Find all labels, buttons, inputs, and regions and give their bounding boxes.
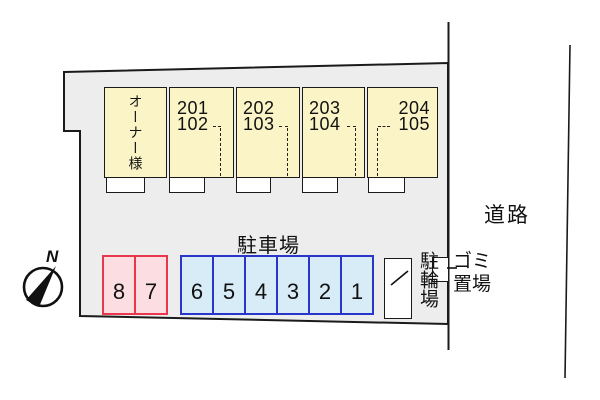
- parking-space-3: 3: [276, 257, 308, 313]
- parking-title: 駐車場: [237, 235, 300, 257]
- parking-lot-pink: 8 7: [102, 255, 168, 315]
- porch: [302, 176, 338, 193]
- entrance-path: [347, 126, 356, 127]
- bicycle-parking-area: [384, 258, 412, 319]
- entrance-path: [220, 128, 221, 176]
- unit-204-105-label: 204 105: [398, 98, 430, 134]
- garbage-area: [432, 257, 449, 282]
- entrance-path: [279, 126, 288, 127]
- unit-202-103: [236, 87, 300, 178]
- entrance-path: [287, 128, 288, 176]
- porch: [169, 176, 205, 193]
- porch: [368, 176, 405, 193]
- porch: [236, 176, 271, 193]
- garbage-area-label: ゴミ 置場: [453, 251, 492, 295]
- parking-space-8: 8: [112, 279, 126, 304]
- parking-space-6: 6: [190, 279, 204, 304]
- entrance-path: [355, 128, 356, 176]
- parking-space-5: 5: [212, 257, 244, 313]
- unit-201-102: [169, 87, 234, 178]
- entrance-path: [377, 128, 378, 176]
- entrance-path: [213, 126, 221, 127]
- parking-space-7: 7: [134, 257, 166, 313]
- north-label: N: [46, 247, 59, 266]
- unit-owner-label: オーナー様: [127, 93, 144, 172]
- parking-space-2: 2: [308, 257, 340, 313]
- road-far-edge-line: [564, 44, 571, 379]
- unit-201-102-label: 201 102: [177, 98, 209, 134]
- parking-space-1: 1: [340, 257, 372, 313]
- entrance-path: [378, 126, 390, 127]
- unit-204-105: [367, 87, 438, 178]
- bicycle-parking-label: 駐輪場: [417, 251, 438, 308]
- porch: [106, 176, 145, 193]
- unit-203-104: [302, 87, 365, 178]
- road-label: 道路: [484, 204, 530, 227]
- compass-needle-icon: [26, 266, 56, 307]
- unit-202-103-label: 202 103: [243, 98, 275, 134]
- parking-space-4: 4: [244, 257, 276, 313]
- parking-lot-blue: 6 5 4 3 2 1: [180, 255, 374, 315]
- unit-203-104-label: 203 104: [309, 98, 341, 134]
